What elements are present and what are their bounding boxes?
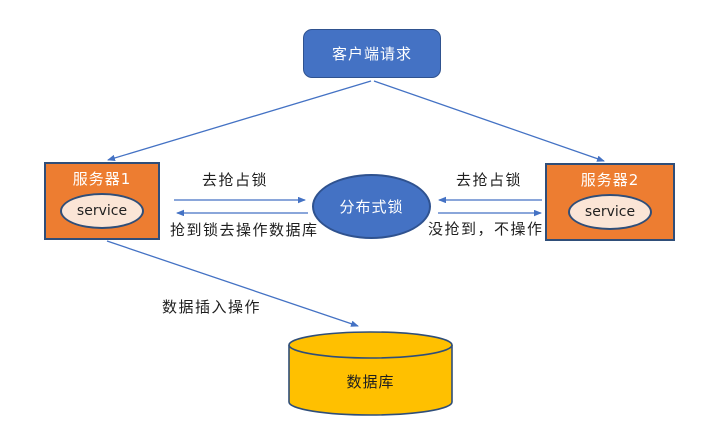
database-cylinder: 数据库: [288, 330, 453, 418]
server2-box: 服务器2 service: [545, 163, 675, 241]
database-label: 数据库: [346, 372, 395, 391]
client-request-box: 客户端请求: [303, 29, 441, 78]
server1-box: 服务器1 service: [44, 162, 160, 240]
server1-service-label: service: [76, 203, 128, 219]
cylinder-shape-icon: [288, 331, 453, 416]
edge-label-got-lock-operate-db: 抢到锁去操作数据库: [170, 221, 319, 239]
server1-service-ellipse: service: [60, 193, 144, 229]
edge-label-right-grab-lock: 去抢占锁: [455, 171, 522, 189]
distributed-lock-ellipse: 分布式锁: [312, 174, 431, 239]
server2-title: 服务器2: [580, 171, 640, 189]
edge-label-left-grab-lock: 去抢占锁: [201, 171, 268, 189]
edge-label-data-insert-operation: 数据插入操作: [162, 298, 262, 316]
server2-service-ellipse: service: [568, 194, 652, 230]
distributed-lock-label: 分布式锁: [339, 198, 404, 216]
edge-client-to-server2: [373, 80, 605, 162]
server1-title: 服务器1: [72, 170, 132, 188]
client-request-label: 客户端请求: [331, 45, 412, 63]
edge-label-not-got-no-operate: 没抢到，不操作: [428, 220, 544, 238]
server2-service-label: service: [584, 204, 636, 220]
edge-client-to-server1: [107, 80, 372, 162]
